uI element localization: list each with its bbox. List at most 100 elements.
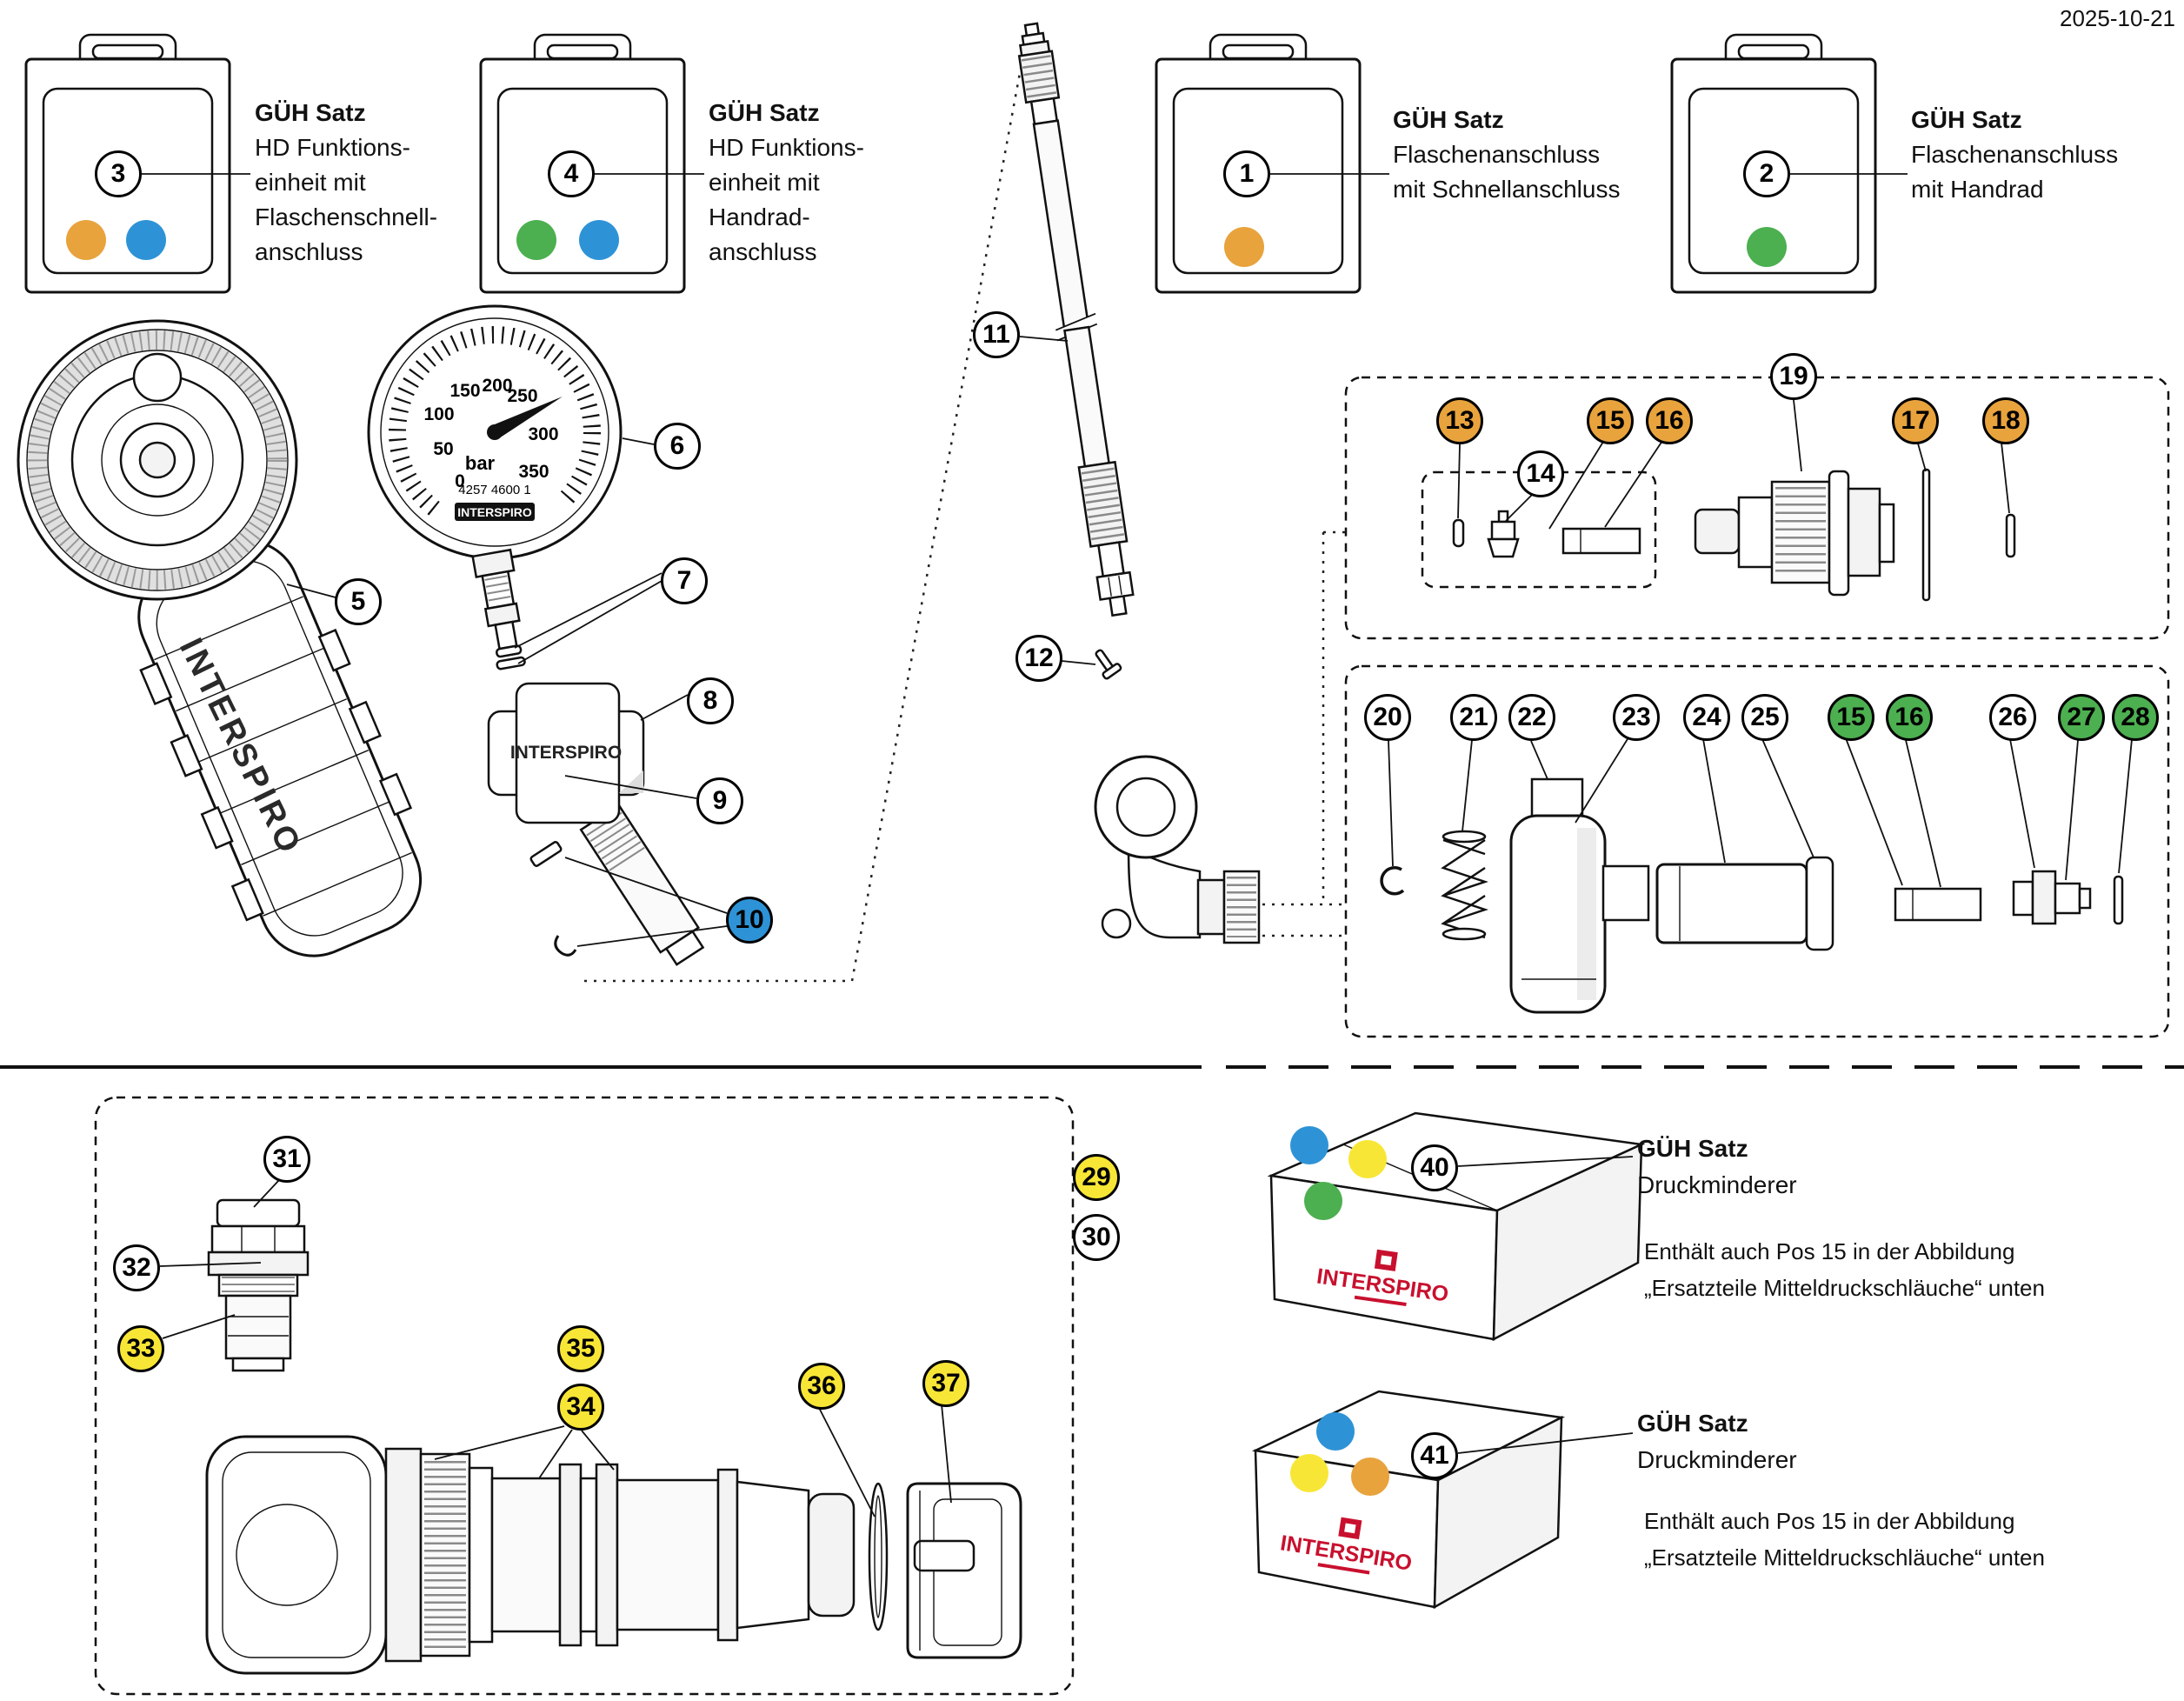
kit-41-label: GÜH Satz Druckminderer [1637,1405,1797,1478]
kit-40-label: GÜH Satz Druckminderer [1637,1131,1797,1204]
kit-41-title: GÜH Satz [1637,1410,1748,1437]
callout-18: 18 [1982,397,2029,444]
protection-cap-37-drawing [906,1482,1022,1659]
hp-hose-drawing [1017,22,1135,680]
callout-8: 8 [687,677,734,724]
orange-dot [1351,1458,1389,1496]
hose-clip-drawing [1095,649,1122,680]
gauge-stem-drawing [471,548,526,670]
gauge-unit-label: bar [465,452,496,474]
inner-group-box [1421,470,1657,589]
package-3-title: GÜH Satz [255,99,366,126]
package-3-label: GÜH Satz HD Funktions- einheit mit Flasc… [255,96,437,270]
hd-spare-parts-drawing [1452,468,2016,602]
green-dot [516,220,556,260]
nipple-26-27-drawing [2012,870,2092,925]
kit-40-title: GÜH Satz [1637,1135,1748,1162]
package-2-label: GÜH Satz Flaschenanschluss mit Handrad [1911,103,2118,207]
callout-40: 40 [1411,1144,1458,1191]
callout-5: 5 [335,578,382,625]
cylinder-sleeve-24-drawing [1655,856,1834,951]
package-1-label: GÜH Satz Flaschenanschluss mit Schnellan… [1393,103,1620,207]
package-bag-3 [24,33,231,294]
callout-4: 4 [548,150,595,197]
tube-15-16-drawing [1894,887,1982,922]
yellow-dot [1348,1140,1387,1178]
gauge-tick-200: 200 [482,376,512,396]
package-1-title: GÜH Satz [1393,106,1504,133]
callout-24: 24 [1683,694,1730,741]
callout-17: 17 [1892,397,1939,444]
callout-16-hd: 16 [1646,397,1693,444]
elbow-connector-drawing [1094,755,1261,944]
package-bag-4 [479,33,686,294]
gauge-tick-0: 0 [455,471,465,491]
callout-1: 1 [1223,150,1270,197]
callout-29: 29 [1073,1154,1120,1201]
gauge-serial: 4257 4600 1 [458,483,530,497]
callout-12: 12 [1015,635,1062,682]
callout-34: 34 [557,1384,604,1431]
callout-10: 10 [726,897,773,944]
gauge-tick-100: 100 [423,404,454,424]
callout-3: 3 [95,150,142,197]
callout-33: 33 [117,1325,164,1372]
callout-36: 36 [798,1363,845,1410]
callout-14: 14 [1517,450,1564,497]
blue-dot [126,220,166,260]
yellow-dot [1290,1454,1328,1492]
callout-2: 2 [1743,150,1790,197]
spring-21-drawing [1441,830,1488,941]
group-box-md-parts [1344,664,2170,1038]
package-bag-1 [1155,33,1362,294]
date-label: 2025-10-21 [2060,5,2175,31]
pin-18-drawing [2005,513,2016,558]
leader-lines [142,173,2133,1518]
kit-box-40-drawing: INTERSPIRO [1267,1111,1646,1342]
kit-box-41-drawing: INTERSPIRO [1251,1390,1566,1610]
quick-coupling-drawing [205,1435,1022,1675]
coupling-19-drawing [1694,470,1895,597]
callout-7: 7 [661,557,708,604]
gauge-tick-250: 250 [507,386,537,406]
pressure-gauge-drawing: 0 50 100 150 200 250 300 350 bar 4257 46… [367,304,623,670]
callout-35: 35 [557,1325,604,1372]
gauge-tick-300: 300 [528,424,558,444]
callout-27: 27 [2058,694,2105,741]
callout-30: 30 [1073,1214,1120,1261]
hd-block-drawing: INTERSPIRO [487,682,705,966]
callout-15-md: 15 [1828,694,1874,741]
gauge-tick-150: 150 [449,381,480,401]
package-bag-2 [1670,33,1877,294]
callout-41: 41 [1411,1432,1458,1479]
orange-dot [66,220,106,260]
seal-disc-36-drawing [868,1482,889,1631]
callout-15-hd: 15 [1587,397,1634,444]
callout-28: 28 [2112,694,2159,741]
callout-31: 31 [263,1136,310,1183]
blue-dot [579,220,619,260]
gauge-tick-350: 350 [518,462,549,482]
t-piece-drawing [1509,777,1650,1014]
callout-37: 37 [922,1360,969,1407]
md-spare-parts-drawing [1380,777,2124,1014]
callout-6: 6 [654,423,701,470]
callout-21: 21 [1450,694,1497,741]
callout-13: 13 [1436,397,1483,444]
regulator-handwheel-drawing: INTERSPIRO [17,319,423,957]
callout-22: 22 [1508,694,1555,741]
package-2-title: GÜH Satz [1911,106,2022,133]
group-box-bottom-parts [94,1096,1075,1696]
callout-26: 26 [1989,694,2036,741]
pin-17-drawing [1921,468,1931,602]
callout-19: 19 [1770,353,1817,400]
kit-40-note: Enthält auch Pos 15 in der Abbildung „Er… [1644,1238,2045,1301]
plug-31-drawing [207,1198,310,1372]
package-4-label: GÜH Satz HD Funktions- einheit mit Handr… [709,96,864,270]
callout-16-md: 16 [1886,694,1933,741]
dotted-connectors [584,39,1346,983]
group-box-hd-parts [1344,376,2170,640]
green-dot [1304,1182,1342,1220]
